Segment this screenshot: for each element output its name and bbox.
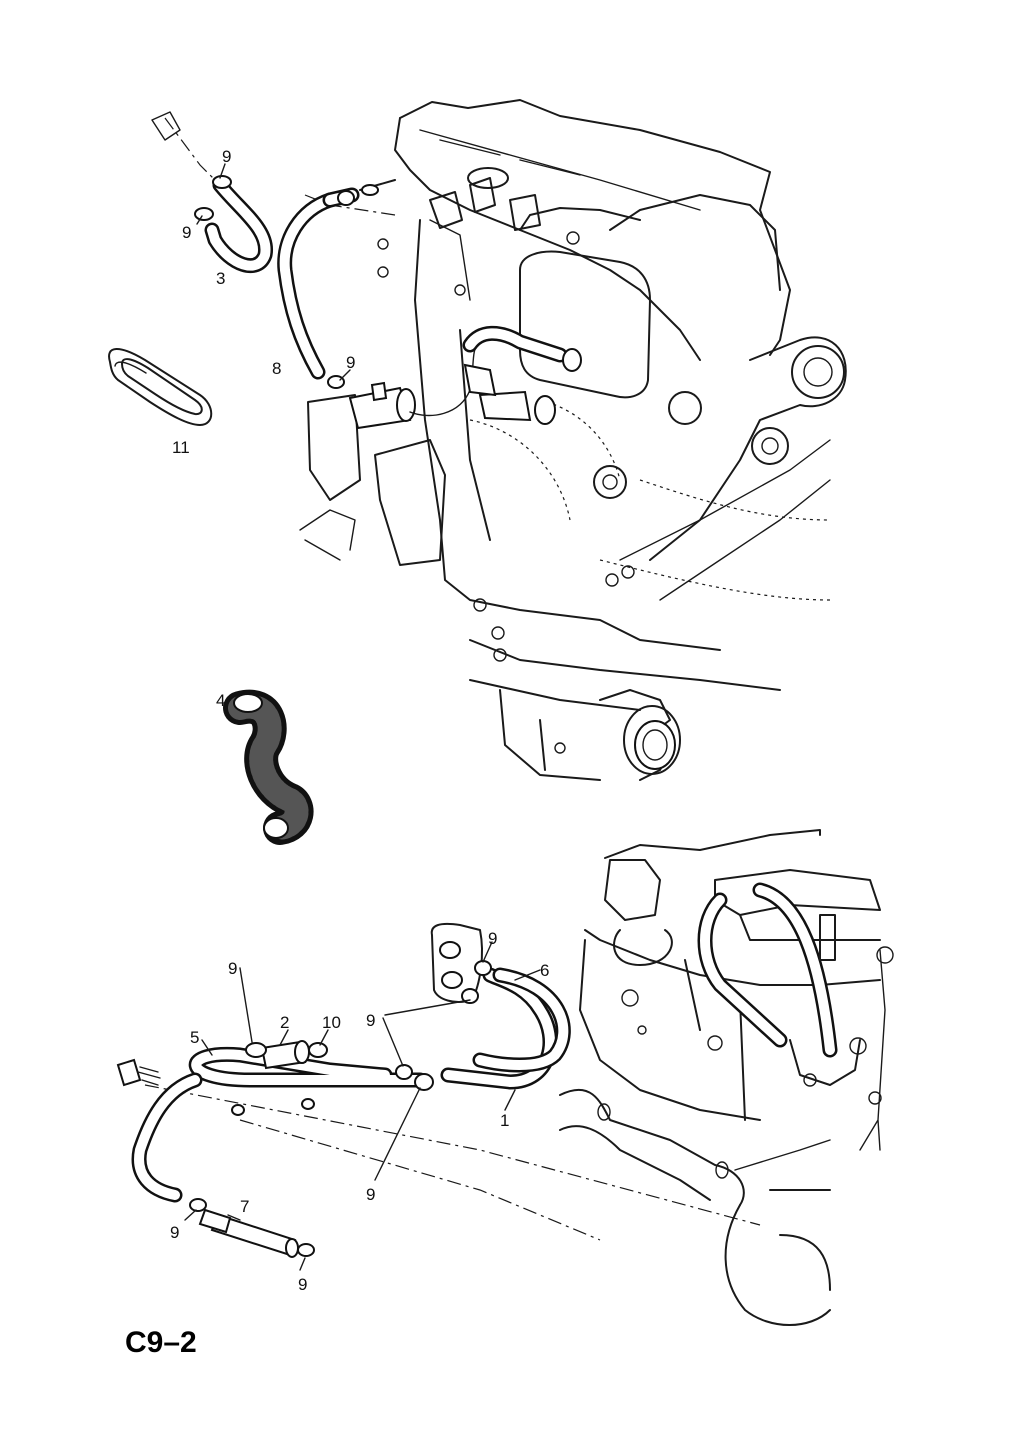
callout-bottom-4: 5 bbox=[190, 1028, 199, 1047]
hose-8 bbox=[277, 192, 338, 380]
callout-top-7: 4 bbox=[216, 691, 225, 710]
callout-bottom-5: 9 bbox=[366, 1011, 375, 1030]
cv-boot bbox=[599, 689, 681, 781]
callout-bottom-8: 1 bbox=[500, 1111, 509, 1130]
engine-block-top bbox=[151, 99, 847, 781]
engine-bolts-top bbox=[377, 231, 635, 754]
bolt-left bbox=[116, 1058, 161, 1087]
callout-bottom-9: 9 bbox=[366, 1185, 375, 1204]
gasket-ring-11 bbox=[108, 348, 213, 426]
leader-lines bbox=[184, 163, 541, 1271]
callout-bottom-7: 9 bbox=[488, 929, 497, 948]
hose-clips-top bbox=[194, 175, 379, 389]
pipe-7 bbox=[198, 1208, 299, 1258]
callout-bottom-11: 9 bbox=[170, 1223, 179, 1242]
callout-bottom-10: 7 bbox=[240, 1197, 249, 1216]
callout-top-4: 8 bbox=[272, 359, 281, 378]
callout-bottom-6: 6 bbox=[540, 961, 549, 980]
callout-top-6: 11 bbox=[172, 438, 190, 457]
callout-bottom-2: 2 bbox=[280, 1013, 289, 1032]
connector-2 bbox=[260, 1040, 310, 1070]
callout-bottom-1: 9 bbox=[228, 959, 237, 978]
hose-clips-bottom bbox=[189, 960, 492, 1257]
hose-6 bbox=[472, 967, 571, 1073]
callout-bottom-12: 9 bbox=[298, 1275, 307, 1294]
callout-top-3: 3 bbox=[216, 269, 225, 288]
hose-5-and-7 bbox=[131, 1046, 428, 1203]
engine-block-bottom bbox=[144, 829, 894, 1326]
hose-3 bbox=[204, 177, 273, 274]
callout-top-1: 9 bbox=[222, 147, 231, 166]
callout-labels-top: 9 9 3 8 9 11 4 bbox=[172, 147, 355, 710]
callout-labels-bottom: 9 2 10 5 9 6 9 1 9 7 9 9 bbox=[170, 929, 549, 1294]
corrugated-hose-4 bbox=[223, 689, 314, 845]
breather-valve-assembly bbox=[348, 325, 582, 430]
callout-bottom-3: 10 bbox=[322, 1013, 341, 1032]
diagram-code: C9–2 bbox=[125, 1326, 197, 1359]
callout-top-2: 9 bbox=[182, 223, 191, 242]
callout-top-5: 9 bbox=[346, 353, 355, 372]
